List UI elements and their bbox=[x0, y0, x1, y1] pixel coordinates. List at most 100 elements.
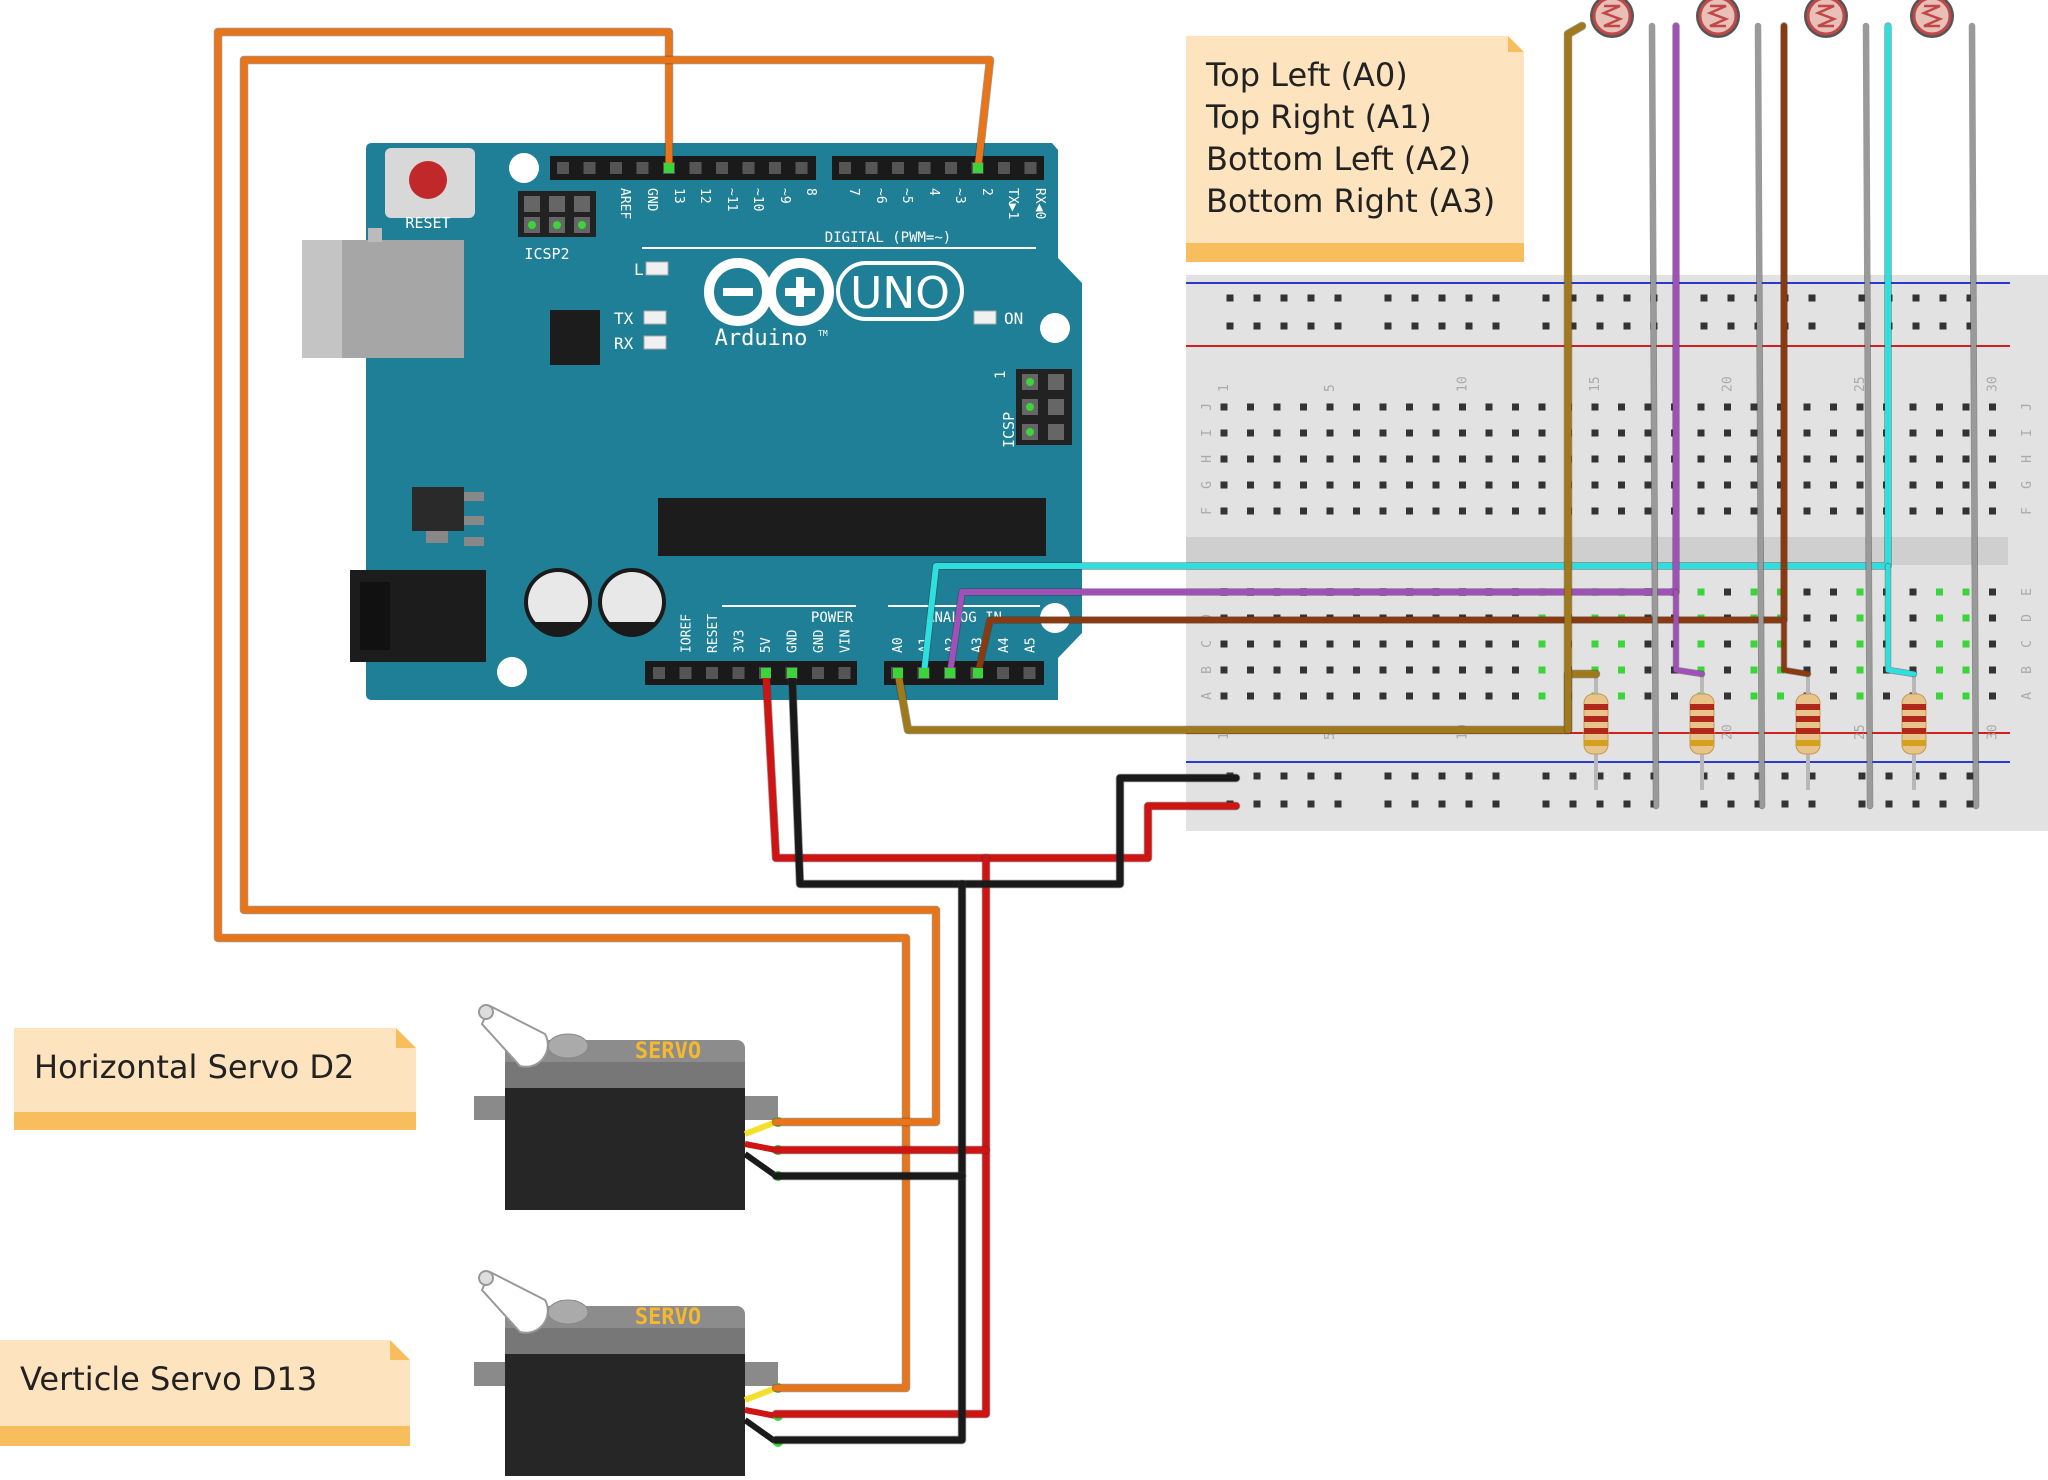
breadboard-hole bbox=[1300, 692, 1307, 700]
vertical-servo: SERVO bbox=[474, 1270, 783, 1476]
header-pin bbox=[732, 667, 745, 679]
breadboard-hole bbox=[1989, 640, 1996, 648]
photoresistor-ldr bbox=[1910, 0, 1954, 38]
rail-hole bbox=[1280, 322, 1288, 330]
rail-hole bbox=[1727, 322, 1735, 330]
breadboard-hole bbox=[1697, 507, 1705, 515]
note-line-bottom-right: Bottom Right (A3) bbox=[1206, 182, 1495, 220]
breadboard-hole bbox=[1485, 507, 1493, 515]
wire-a1 bbox=[921, 23, 1891, 676]
rail-hole bbox=[1384, 772, 1392, 780]
breadboard-hole bbox=[1406, 640, 1413, 648]
breadboard-hole bbox=[1432, 481, 1440, 489]
breadboard-hole-active bbox=[1538, 692, 1546, 700]
breadboard-hole-active bbox=[1697, 588, 1705, 596]
rail-hole bbox=[1253, 294, 1261, 302]
pin-connection-dot bbox=[664, 163, 674, 173]
resistors bbox=[1583, 674, 1927, 790]
digital-pin-label: 12 bbox=[697, 188, 712, 204]
rail-hole bbox=[1700, 322, 1708, 330]
breadboard-hole bbox=[1803, 666, 1811, 674]
breadboard-hole bbox=[1830, 481, 1837, 489]
breadboard-hole bbox=[1459, 455, 1466, 463]
arduino-infinity-logo bbox=[704, 258, 834, 326]
rail-hole bbox=[1939, 294, 1947, 302]
rail-hole bbox=[1966, 322, 1974, 330]
breadboard-hole bbox=[1909, 588, 1917, 596]
breadboard-hole bbox=[1326, 666, 1334, 674]
rail-hole bbox=[1411, 294, 1419, 302]
breadboard-hole bbox=[1909, 455, 1917, 463]
breadboard-hole bbox=[1273, 640, 1281, 648]
breadboard-hole bbox=[1406, 455, 1413, 463]
breadboard-hole bbox=[1591, 507, 1599, 515]
breadboard-hole-active bbox=[1962, 640, 1970, 648]
breadboard-hole bbox=[1962, 507, 1970, 515]
breadboard-hole bbox=[1220, 666, 1228, 674]
rail-hole bbox=[1307, 322, 1315, 330]
wire-ldr-top-left bbox=[1564, 22, 1586, 734]
power-header bbox=[645, 661, 857, 685]
wire-5v-rail bbox=[762, 669, 1240, 862]
rail-hole bbox=[1465, 800, 1473, 808]
breadboard-hole-active bbox=[1750, 666, 1758, 674]
rail-hole bbox=[1253, 800, 1261, 808]
header-pin bbox=[716, 162, 728, 174]
analog-pin-label: A4 bbox=[997, 637, 1012, 653]
rail-hole bbox=[1569, 322, 1577, 330]
column-number: 25 bbox=[1853, 376, 1868, 392]
rail-hole bbox=[1384, 322, 1392, 330]
breadboard-hole bbox=[1989, 455, 1996, 463]
breadboard-hole bbox=[1644, 507, 1652, 515]
breadboard-hole bbox=[1406, 692, 1413, 700]
wire-ldr-gnd-return bbox=[1969, 23, 1979, 809]
power-pin-label: 5V bbox=[759, 637, 774, 653]
reset-button[interactable] bbox=[409, 161, 447, 199]
breadboard-hole bbox=[1247, 666, 1254, 674]
breadboard-hole bbox=[1962, 429, 1970, 437]
breadboard-hole bbox=[1538, 403, 1546, 411]
voltage-regulator bbox=[412, 487, 464, 531]
rail-hole bbox=[1492, 294, 1500, 302]
breadboard-hole-active bbox=[1936, 666, 1943, 674]
breadboard-hole-active bbox=[1750, 640, 1758, 648]
breadboard-hole bbox=[1644, 481, 1652, 489]
breadboard-hole bbox=[1432, 666, 1440, 674]
breadboard-hole bbox=[1697, 429, 1705, 437]
breadboard-hole-active bbox=[1750, 692, 1758, 700]
breadboard-hole bbox=[1406, 481, 1413, 489]
header-pin bbox=[583, 162, 596, 174]
breadboard-hole bbox=[1247, 481, 1254, 489]
breadboard-hole bbox=[1538, 455, 1546, 463]
breadboard-hole bbox=[1406, 666, 1413, 674]
breadboard-hole bbox=[1432, 429, 1440, 437]
breadboard-hole bbox=[1936, 507, 1943, 515]
row-letter: B bbox=[2020, 666, 2035, 674]
rail-hole bbox=[1334, 322, 1342, 330]
breadboard-hole bbox=[1459, 481, 1466, 489]
rail-hole bbox=[1438, 772, 1446, 780]
rail-hole bbox=[1939, 772, 1947, 780]
rail-hole bbox=[1334, 800, 1342, 808]
breadboard-hole bbox=[1936, 455, 1943, 463]
breadboard-hole bbox=[1538, 429, 1546, 437]
breadboard-hole bbox=[1379, 507, 1387, 515]
digital-pin-label: ~10 bbox=[750, 188, 765, 211]
row-letter: C bbox=[1200, 640, 1215, 648]
row-letter: B bbox=[1200, 666, 1215, 674]
breadboard-hole bbox=[1830, 403, 1837, 411]
breadboard-hole bbox=[1856, 455, 1864, 463]
uno-logo-oval bbox=[836, 261, 964, 321]
breadboard-hole-active bbox=[1618, 640, 1625, 648]
resistor bbox=[1901, 674, 1927, 790]
row-letter: G bbox=[2020, 481, 2035, 489]
power-pin-label: 3V3 bbox=[733, 630, 748, 653]
power-pin-label: GND bbox=[812, 629, 827, 653]
note-line-bottom-left: Bottom Left (A2) bbox=[1206, 140, 1471, 178]
digital-pin-label: 13 bbox=[671, 188, 686, 204]
wire-d2-horizontal-servo bbox=[240, 56, 994, 1126]
breadboard-hole bbox=[1803, 455, 1811, 463]
arduino-uno-board: RESET ICSP2 L bbox=[302, 143, 1082, 700]
